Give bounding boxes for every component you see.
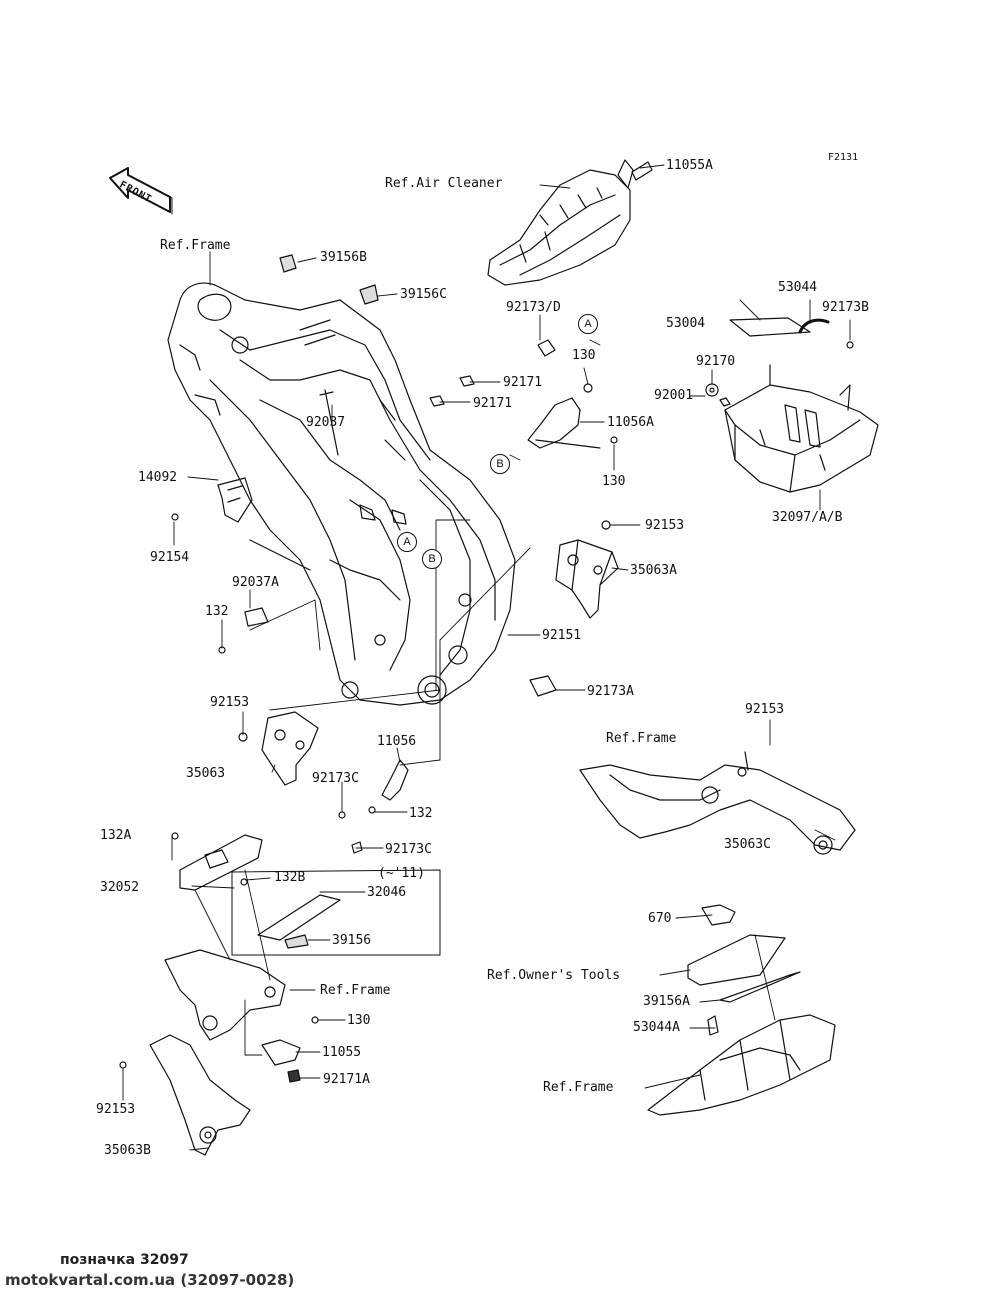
ref-label-frame: Ref.Frame	[543, 1080, 614, 1095]
callout-circle-b: B	[422, 549, 442, 569]
small-clips-upper	[279, 254, 556, 456]
main-frame-outline	[167, 282, 516, 706]
footrest-bracket-35063	[238, 711, 319, 786]
part-label-92153: 92153	[745, 702, 785, 717]
bracket-11056A	[527, 383, 618, 449]
part-label-92173A: 92173A	[587, 684, 634, 699]
part-label-92001: 92001	[654, 388, 694, 403]
footrest-bracket-35063B	[119, 949, 286, 1156]
part-label-132: 132	[205, 604, 229, 619]
callout-circle-b: B	[490, 454, 510, 474]
ref-label-owners-tools: Ref.Owner's Tools	[487, 968, 621, 983]
part-label-92171A: 92171A	[323, 1072, 370, 1087]
air-cleaner-cover	[487, 159, 653, 286]
part-label-35063A: 35063A	[630, 563, 677, 578]
part-label-132: 132	[409, 806, 433, 821]
part-label-92171: 92171	[503, 375, 543, 390]
part-label-92153: 92153	[645, 518, 685, 533]
part-label-11056: 11056	[377, 734, 417, 749]
part-label-11055: 11055	[322, 1045, 362, 1060]
part-label-32097: 32097/A/B	[772, 510, 843, 525]
leader-lines	[122, 164, 851, 1151]
part-label-39156A: 39156A	[643, 994, 690, 1009]
ref-label-frame: Ref.Frame	[320, 983, 391, 998]
part-label-92151: 92151	[542, 628, 582, 643]
part-label-92173C: 92173C	[312, 771, 359, 786]
applicability-note: (~'11)	[378, 866, 425, 881]
bracket-11055	[261, 1016, 319, 1083]
part-label-39156C: 39156C	[400, 287, 447, 302]
part-label-53044A: 53044A	[633, 1020, 680, 1035]
callout-circle-a: A	[397, 532, 417, 552]
part-label-32046: 32046	[367, 885, 407, 900]
footer-source: motokvartal.com.ua (32097-0028)	[5, 1271, 295, 1289]
bracket-32052	[171, 832, 263, 891]
front-arrow-icon	[109, 167, 173, 215]
part-label-132B: 132B	[274, 870, 306, 885]
ref-label-frame: Ref.Frame	[606, 731, 677, 746]
part-label-130: 130	[347, 1013, 371, 1028]
part-label-35063B: 35063B	[104, 1143, 151, 1158]
part-label-130: 130	[572, 348, 596, 363]
part-label-92173B: 92173B	[822, 300, 869, 315]
part-label-53004: 53004	[666, 316, 706, 331]
diagram-id: F2131	[828, 152, 859, 163]
part-label-39156: 39156	[332, 933, 372, 948]
part-label-132A: 132A	[100, 828, 132, 843]
part-label-92170: 92170	[696, 354, 736, 369]
battery-case	[705, 317, 879, 493]
clip-92173A	[529, 675, 557, 697]
footrest-bracket-35063A	[555, 520, 619, 619]
part-label-92173C: 92173C	[385, 842, 432, 857]
footer-part-note: позначка 32097	[60, 1252, 189, 1268]
part-label-39156B: 39156B	[320, 250, 367, 265]
part-label-92154: 92154	[150, 550, 190, 565]
bracket-14092	[171, 477, 253, 523]
part-set-box	[231, 869, 441, 956]
part-label-92037A: 92037A	[232, 575, 279, 590]
part-label-130: 130	[602, 474, 626, 489]
part-label-53044: 53044	[778, 280, 818, 295]
part-label-92153: 92153	[210, 695, 250, 710]
part-label-670: 670	[648, 911, 672, 926]
part-label-32052: 32052	[100, 880, 140, 895]
callout-circle-a: A	[578, 314, 598, 334]
part-label-92153: 92153	[96, 1102, 136, 1117]
part-label-14092: 14092	[138, 470, 178, 485]
part-label-35063: 35063	[186, 766, 226, 781]
footrest-bracket-35063C	[579, 751, 856, 855]
part-label-35063C: 35063C	[724, 837, 771, 852]
part-label-92171: 92171	[473, 396, 513, 411]
part-label-92037: 92037	[306, 415, 346, 430]
ref-label-frame: Ref.Frame	[160, 238, 231, 253]
part-label-11055A: 11055A	[666, 158, 713, 173]
frame-fittings-drawing	[109, 159, 879, 1156]
part-label-11056A: 11056A	[607, 415, 654, 430]
rear-undertray	[647, 904, 836, 1116]
part-label-92173D: 92173/D	[506, 300, 561, 315]
ref-label-air-cleaner: Ref.Air Cleaner	[385, 176, 503, 191]
